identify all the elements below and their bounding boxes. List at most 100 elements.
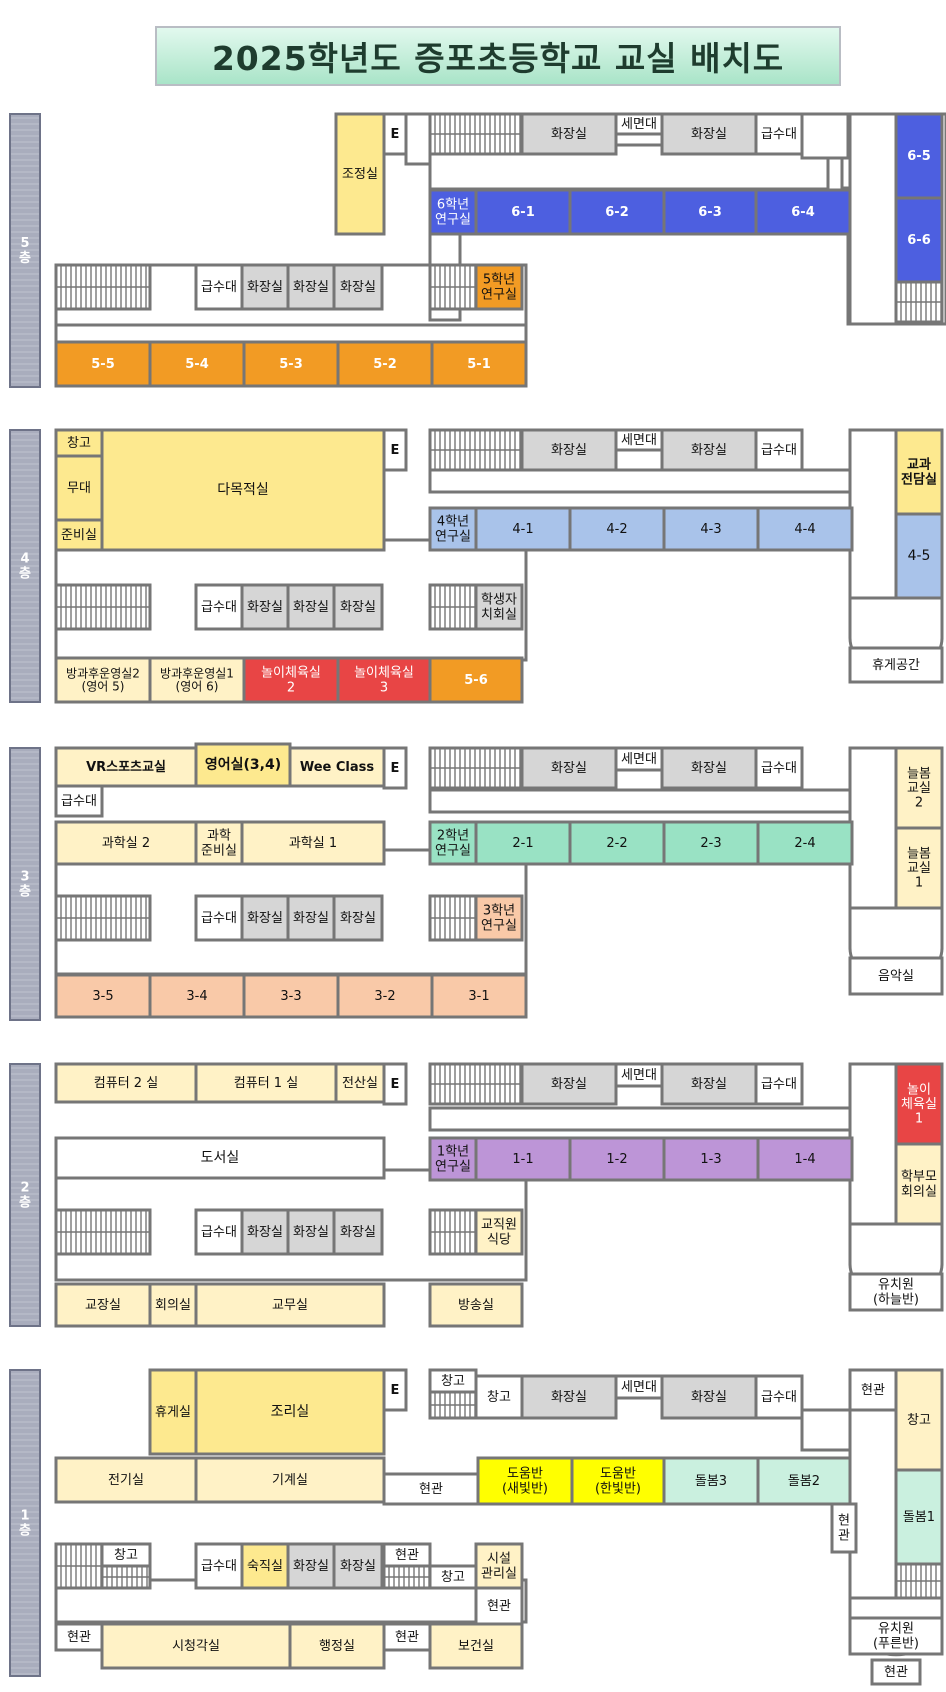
room-label: 조정실 [342, 167, 378, 182]
room-3-3-3: 3-3 [242, 973, 340, 1019]
room-5-5-3: 5-3 [242, 340, 340, 388]
room-label: 돌봄2 [788, 1474, 820, 1489]
room-1-entry-k: 현관 [870, 1658, 922, 1686]
room-label: 4-3 [700, 522, 721, 537]
room-1-storage-top: 창고 [428, 1368, 478, 1394]
room-label: 화장실 [293, 911, 329, 926]
room-label: 과학실 1 [289, 836, 337, 851]
room-label: 4-5 [908, 548, 931, 564]
room-label: 1-2 [606, 1152, 627, 1167]
room-label: E [391, 1383, 400, 1398]
room-1-entry-b: 현관 [382, 1622, 432, 1652]
room-1-storage2: 창고 [474, 1374, 524, 1420]
room-label: 5-5 [91, 357, 115, 372]
stairs-icon [428, 1390, 478, 1420]
room-1-storage-r: 창고 [894, 1368, 944, 1472]
room-5-6-2: 6-2 [568, 188, 666, 236]
room-5-6-1: 6-1 [474, 188, 572, 236]
room-3-washroom: 세면대 [614, 746, 664, 772]
room-label: 급수대 [201, 280, 237, 295]
room-label: 방과후운영실1(영어 6) [160, 666, 234, 693]
stairs-icon [428, 1208, 478, 1256]
room-5-5-4: 5-4 [148, 340, 246, 388]
room-label: 교무실 [272, 1298, 308, 1313]
room-label: 준비실 [61, 528, 97, 543]
room-3-3-5: 3-5 [54, 973, 152, 1019]
corridor [428, 468, 852, 494]
room-2-library: 도서실 [54, 1136, 386, 1180]
room-1-health: 보건실 [428, 1622, 524, 1670]
room-1-night: 숙직실 [240, 1542, 290, 1590]
room-2-office: 교무실 [194, 1282, 386, 1328]
room-label: 세면대 [621, 117, 657, 132]
room-label: 급수대 [201, 600, 237, 615]
room-5-5-1: 5-1 [430, 340, 528, 388]
room-label: 교장실 [85, 1298, 121, 1313]
stairs-icon [428, 746, 524, 790]
room-1-entry-l: 현관 [54, 1622, 104, 1652]
room-label: 세면대 [621, 1380, 657, 1395]
room-label: 창고 [441, 1374, 465, 1389]
room-label: 6-6 [907, 233, 931, 248]
room-5-6-4: 6-4 [754, 188, 852, 236]
room-label: 3-3 [280, 989, 301, 1004]
room-label: 화장실 [293, 1559, 329, 1574]
room-label: 화장실 [551, 1077, 587, 1092]
room-5-6-6: 6-6 [894, 196, 944, 284]
room-label: E [391, 761, 400, 776]
room-label: 화장실 [247, 1225, 283, 1240]
room-label: 급수대 [761, 1390, 797, 1405]
room-4-prep: 준비실 [54, 518, 104, 552]
room-label: 급수대 [761, 127, 797, 142]
room-label: 화장실 [551, 443, 587, 458]
room-4-stage: 무대 [54, 454, 104, 522]
room-label: 조리실 [271, 1404, 310, 1420]
room-label: 세면대 [621, 433, 657, 448]
room-1-help-a: 도움반(새빛반) [476, 1456, 574, 1506]
room-4-rest: 휴게공간 [848, 646, 944, 684]
room-label: 현관 [861, 1383, 885, 1398]
room-5-toilet-e: 화장실 [332, 263, 384, 311]
room-label: 전기실 [108, 1473, 144, 1488]
room-label: 3-4 [186, 989, 207, 1004]
room-5-washroom: 세면대 [614, 112, 664, 136]
corridor [428, 788, 852, 814]
room-5-5-2: 5-2 [336, 340, 434, 388]
room-1-storage-l: 창고 [100, 1542, 152, 1568]
room-2-water: 급수대 [754, 1062, 804, 1106]
room-label: 창고 [907, 1413, 931, 1428]
stairs-icon [894, 280, 944, 324]
stairs-icon [428, 263, 478, 311]
room-label: 현관 [395, 1548, 419, 1563]
room-3-2-2: 2-2 [568, 820, 666, 866]
room-3-toilet-b: 화장실 [660, 746, 758, 790]
room-label: 5-2 [373, 357, 397, 372]
room-label: 화장실 [340, 280, 376, 295]
room-4-toilet-d: 화장실 [286, 583, 336, 631]
room-4-toilet-b: 화장실 [660, 428, 758, 472]
room-5-control: 조정실 [334, 112, 386, 236]
room-4-water: 급수대 [754, 428, 804, 472]
room-5-toilet-c: 화장실 [240, 263, 290, 311]
room-4-storage: 창고 [54, 428, 104, 458]
